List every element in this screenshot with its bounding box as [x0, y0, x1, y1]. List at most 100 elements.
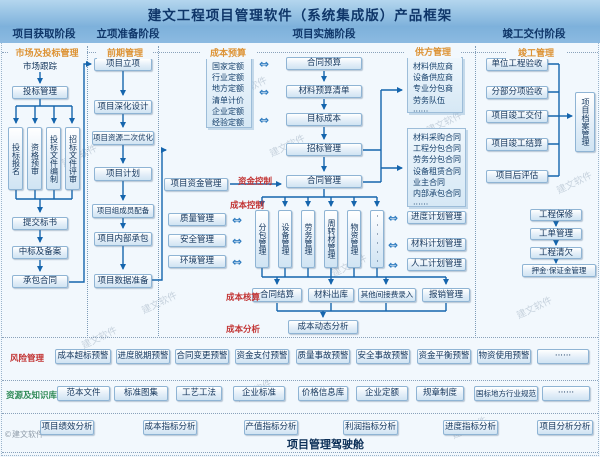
copyright-watermark: ©建文软件: [4, 430, 44, 439]
page-title: 建文工程项目管理软件（系统集成版）产品框架: [147, 8, 453, 24]
box-knowledge-item: 标准图集: [114, 386, 168, 401]
list-item: 地方定额: [212, 84, 244, 94]
list-item: 专业分包商: [413, 84, 453, 94]
box-knowledge-item: 企业标准: [233, 386, 285, 401]
section-label-early-stage: 前期管理: [97, 46, 153, 59]
box-work-order-management: 工单管理: [530, 228, 582, 240]
list-item: 清单计价: [212, 95, 244, 105]
box-knowledge-more: ······: [542, 386, 590, 401]
list-item: 业主合同: [413, 177, 445, 187]
box-project-plan: 项目计划: [94, 167, 152, 181]
box-analysis-item: 进度指标分析: [443, 420, 498, 435]
box-team-staffing: 项目组成员配备: [92, 204, 154, 218]
contract-type-list: 材料采购合同 工程分包合同 劳务分包合同 设备租赁合同 业主合同 内部承包合同 …: [407, 128, 466, 209]
label-fund-control: 资金控制: [238, 177, 273, 187]
box-resources-more: ······: [370, 210, 384, 268]
box-analysis-item: 成本指标分析: [143, 420, 197, 435]
box-knowledge-item: 范本文件: [57, 386, 110, 401]
double-arrow-icon: ⇔: [232, 234, 243, 248]
double-arrow-icon: ⇔: [259, 113, 270, 127]
box-tender-document-review: 招标文件评审: [65, 127, 80, 190]
box-analysis-item: 利润指标分析: [343, 420, 398, 435]
box-safety-management: 安全管理: [168, 234, 226, 247]
list-item: ······: [413, 106, 429, 116]
box-unit-project-acceptance: 单位工程验收: [486, 58, 548, 71]
section-divider: [2, 380, 598, 381]
box-resource-optimization: 项目资源二次优化: [92, 131, 154, 145]
phase-header-acquisition: 项目获取阶段: [12, 28, 76, 40]
box-bid-management: 投标管理: [12, 86, 68, 99]
box-material-budget-list: 材料预算清单: [286, 85, 362, 98]
box-completion-settlement: 项目竣工结算: [486, 138, 548, 151]
box-risk-alert: 安全事故预警: [356, 349, 410, 364]
box-equipment-management: 设备管理: [278, 210, 292, 268]
title-band: [0, 0, 600, 43]
box-reimbursement-management: 报销管理: [422, 288, 470, 302]
box-quality-management: 质量管理: [168, 213, 226, 226]
double-arrow-icon: ⇔: [388, 258, 399, 272]
double-arrow-icon: ⇔: [232, 213, 243, 227]
box-knowledge-item: 价格信息库: [298, 386, 348, 401]
phase-header-implementation: 项目实施阶段: [292, 28, 356, 40]
supplier-list: 材料供应商 设备供应商 专业分包商 劳务队伍 ······: [407, 57, 463, 116]
section-divider: [2, 452, 598, 453]
box-environment-management: 环境管理: [168, 255, 226, 268]
box-turnover-material-management: 周转材管理: [324, 210, 338, 268]
box-data-preparation: 项目数据准备: [94, 274, 152, 288]
section-divider: [2, 52, 598, 53]
section-divider: [2, 337, 598, 338]
label-cost-analysis: 成本分析: [226, 325, 261, 335]
column-divider: [87, 46, 88, 336]
section-label-supplier: 供方管理: [405, 45, 461, 58]
box-project-warranty: 工程保修: [530, 209, 582, 221]
list-item: 行业定额: [212, 73, 244, 83]
box-analysis-item: 产值指标分析: [244, 420, 298, 435]
list-item: 工程分包合同: [413, 144, 461, 154]
dashboard-title: 项目管理驾驶舱: [287, 438, 364, 451]
box-tendering-management: 招标管理: [286, 143, 362, 156]
box-material-management: 物资管理: [347, 210, 361, 268]
box-labor-management: 劳务管理: [301, 210, 315, 268]
box-project-initiation: 项目立项: [94, 58, 152, 71]
box-risk-more: ······: [537, 349, 589, 364]
double-arrow-icon: ⇔: [388, 238, 399, 252]
box-contract-management: 合同管理: [286, 175, 362, 188]
label-knowledge-base: 资源及知识库: [6, 391, 58, 401]
label-cost-control: 成本控制: [230, 201, 265, 211]
box-completion-handover: 项目竣工交付: [486, 110, 548, 123]
box-post-evaluation: 项目后评估: [486, 170, 548, 183]
box-risk-alert: 物资使用预警: [477, 349, 531, 364]
list-item: 经验定额: [212, 118, 244, 128]
box-subcontract-management: 分包管理: [255, 210, 269, 268]
box-analysis-item: 项目绩效分析: [40, 420, 94, 435]
box-material-outbound: 材料出库: [308, 288, 354, 302]
box-risk-alert: 进度脱期预警: [116, 349, 170, 364]
list-item: 国家定额: [212, 62, 244, 71]
list-item: 材料采购合同: [413, 133, 461, 142]
box-bid-registration: 投标报名: [8, 127, 23, 190]
phase-header-delivery: 竣工交付阶段: [502, 28, 566, 40]
box-award-record: 中标及备案: [12, 246, 68, 259]
double-arrow-icon: ⇔: [259, 57, 270, 71]
box-bid-document-preparation: 投标文件编制: [46, 127, 61, 190]
box-knowledge-item: 国标地方行业规范: [474, 386, 538, 401]
box-submit-bid: 提交标书: [12, 217, 68, 230]
list-item: 企业定额: [212, 106, 244, 116]
label-risk-management: 风险管理: [10, 354, 45, 364]
box-other-indirect-cost-entry: 其他间接费录入: [358, 288, 416, 302]
box-material-plan-management: 材料计划管理: [407, 238, 466, 251]
box-contract-budget: 合同预算: [286, 57, 362, 70]
list-item: 设备供应商: [413, 73, 453, 83]
box-labor-plan-management: 人工计划管理: [407, 258, 466, 271]
box-deposit-guarantee-management: 押金·保证金管理: [522, 264, 596, 277]
box-knowledge-item: 工艺工法: [176, 386, 222, 401]
box-prequalification: 资格预审: [27, 127, 42, 190]
box-contract: 承包合同: [12, 275, 68, 288]
box-project-fund-management: 项目资金管理: [164, 178, 228, 191]
section-label-cost-budget: 成本预算: [200, 46, 256, 59]
box-risk-alert: 合同变更预警: [175, 349, 229, 364]
column-divider: [475, 46, 476, 336]
list-item: 材料供应商: [413, 62, 453, 71]
